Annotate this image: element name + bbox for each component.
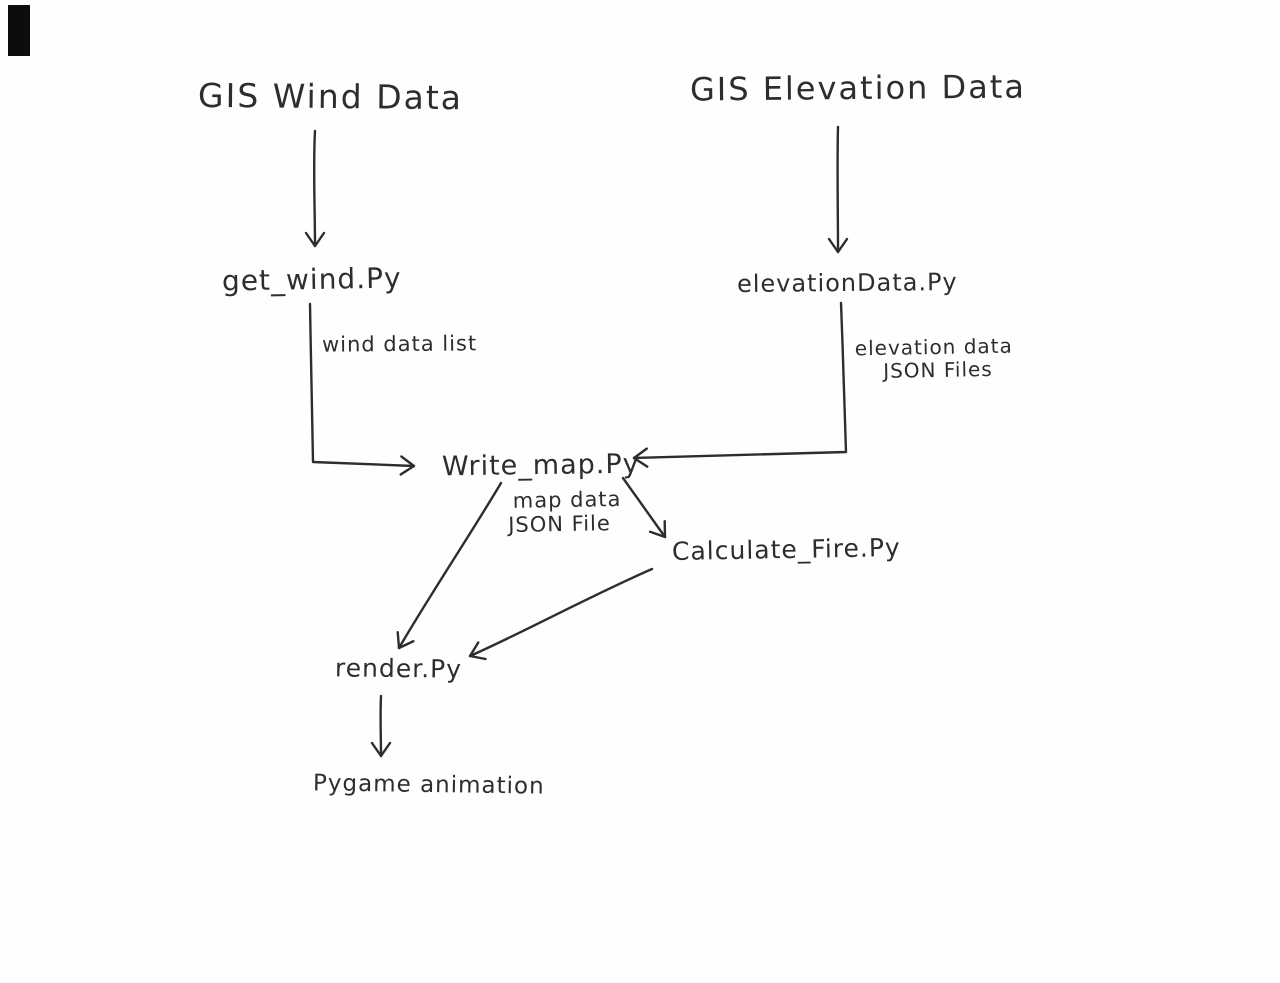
node-elevation-data-py: elevationData.Py <box>736 268 958 298</box>
arrow-elevationdata-to-writemap <box>632 301 848 468</box>
edge-label-line: JSON File <box>508 511 611 538</box>
edge-label-wind-data-list: wind data list <box>321 331 478 357</box>
node-gis-wind-data: GIS Wind Data <box>197 75 464 118</box>
node-gis-elevation-data: GIS Elevation Data <box>689 67 1027 109</box>
node-write-map-py: Write_map.Py <box>441 448 640 483</box>
node-calculate-fire-py: Calculate_Fire.Py <box>671 533 901 566</box>
arrow-calculatefire-to-render <box>468 567 654 661</box>
node-render-py: render.Py <box>334 653 463 684</box>
scan-artifact-mark <box>8 5 30 56</box>
arrow-writemap-to-calculatefire <box>621 476 667 539</box>
node-get-wind-py: get_wind.Py <box>221 261 402 298</box>
edge-label-elevation-data-json-files: elevation data JSON Files <box>855 334 1014 384</box>
arrow-giswind-to-getwind <box>304 129 326 248</box>
edge-label-line: map data <box>512 487 622 513</box>
node-pygame-animation: Pygame animation <box>312 770 545 800</box>
arrow-getwind-to-writemap <box>308 302 416 476</box>
arrow-writemap-to-render <box>396 481 503 650</box>
edge-label-map-data-json-file: map data JSON File <box>508 487 622 537</box>
edge-label-line: JSON Files <box>882 356 993 383</box>
